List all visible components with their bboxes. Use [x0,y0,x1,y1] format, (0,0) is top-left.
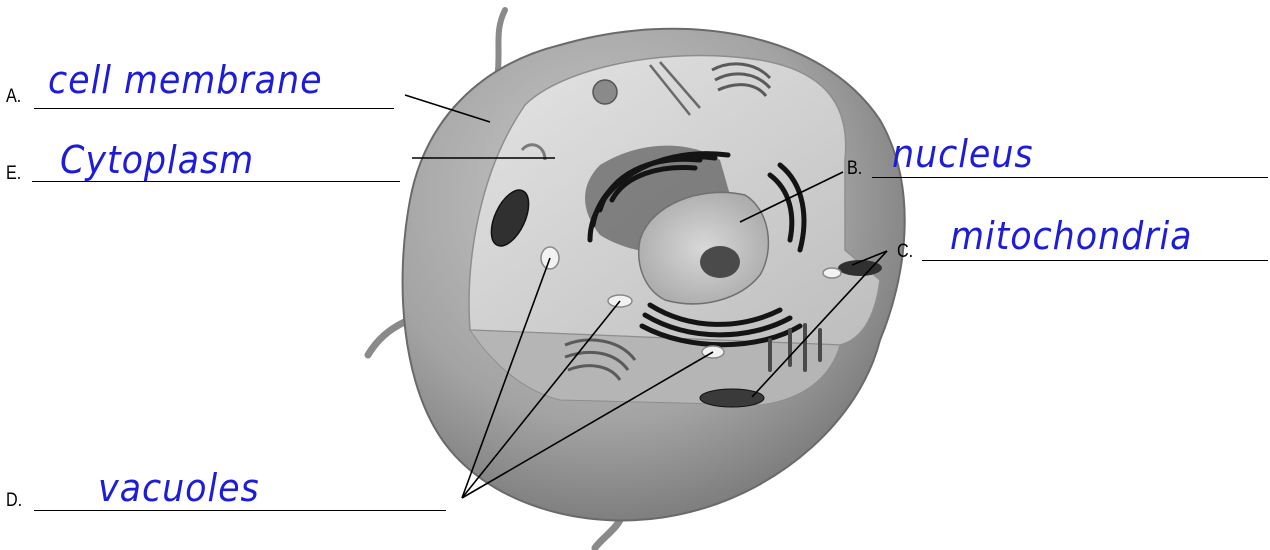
label-answer-b: nucleus [892,132,1034,176]
nucleolus [700,246,740,278]
label-letter-a: A. [6,86,21,108]
label-blank-d [34,510,446,511]
label-answer-d: vacuoles [98,466,260,510]
label-answer-e: Cytoplasm [60,138,254,182]
lysosome [593,80,617,104]
flagellum-bottom [595,520,620,548]
label-letter-e: E. [6,163,21,185]
label-blank-b [872,177,1268,178]
label-letter-d: D. [6,490,22,512]
label-letter-b: B. [847,158,862,180]
label-letter-c: C. [897,241,913,263]
label-answer-c: mitochondria [950,214,1193,258]
flagellum-top [498,10,505,70]
label-blank-a [34,108,394,109]
label-blank-c [922,260,1268,261]
label-answer-a: cell membrane [48,58,323,102]
